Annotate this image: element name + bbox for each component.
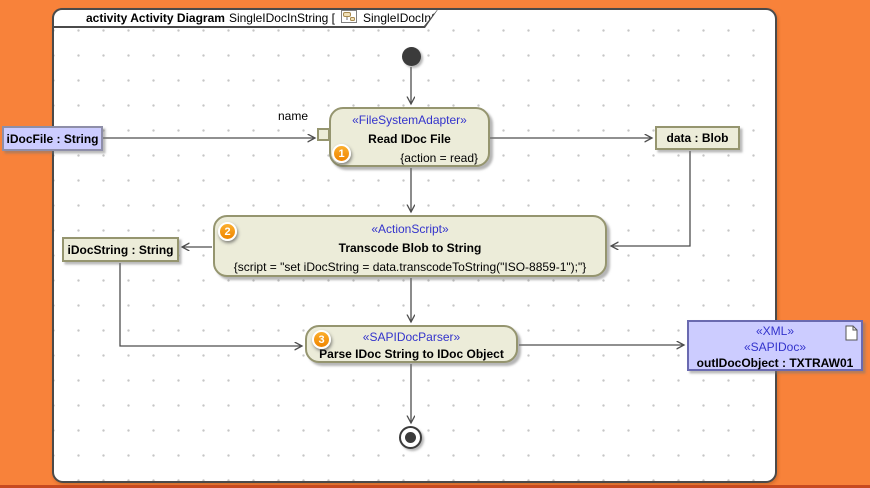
frame-title-keyword: activity Activity Diagram	[86, 11, 225, 25]
object-idocstring-string[interactable]: iDocString : String	[62, 237, 179, 262]
action-transcode-blob-to-string[interactable]: «ActionScript» Transcode Blob to String …	[213, 215, 607, 277]
step-badge-1: 1	[332, 144, 351, 163]
object-data-blob[interactable]: data : Blob	[655, 126, 740, 150]
edge-data-to-transcode[interactable]	[611, 151, 691, 246]
activity-diagram-icon	[341, 10, 357, 26]
activity-final-node[interactable]	[399, 426, 422, 449]
action-name: Read IDoc File	[368, 132, 451, 146]
edge-idocstring-to-parse[interactable]	[119, 263, 302, 346]
stereotype-label: «SAPIDoc»	[743, 340, 807, 354]
document-icon	[845, 325, 858, 344]
activity-final-dot	[405, 432, 416, 443]
stereotype-label: «ActionScript»	[371, 222, 449, 236]
object-name: iDocFile : String	[6, 131, 99, 146]
stereotype-label: «XML»	[755, 324, 795, 338]
edge-label-name: name	[278, 109, 309, 123]
object-name: outIDocObject : TXTRAW01	[696, 356, 854, 370]
object-name: data : Blob	[666, 131, 729, 145]
tagged-value: {script = "set iDocString = data.transco…	[233, 260, 587, 274]
frame-title-ref: SingleIDocInString ]	[363, 11, 470, 25]
tagged-value: {action = read}	[400, 151, 478, 165]
object-idocfile-string[interactable]: iDocFile : String	[2, 126, 103, 151]
frame-title-name: SingleIDocInString [	[228, 11, 336, 25]
stereotype-label: «SAPIDocParser»	[362, 330, 461, 344]
action-read-idoc-file[interactable]: «FileSystemAdapter» Read IDoc File {acti…	[329, 107, 490, 167]
action-parse-idoc-string[interactable]: «SAPIDocParser» Parse IDoc String to IDo…	[305, 325, 518, 363]
object-name: iDocString : String	[67, 242, 174, 257]
input-pin[interactable]	[317, 128, 330, 141]
initial-node[interactable]	[402, 47, 421, 66]
action-name: Transcode Blob to String	[338, 241, 482, 255]
object-outidocobject[interactable]: «XML» «SAPIDoc» outIDocObject : TXTRAW01	[687, 320, 863, 371]
step-badge-2: 2	[218, 222, 237, 241]
stereotype-label: «FileSystemAdapter»	[352, 113, 467, 127]
window-bottom-edge	[0, 485, 870, 488]
action-name: Parse IDoc String to IDoc Object	[319, 347, 504, 361]
step-badge-3: 3	[312, 330, 331, 349]
frame-title-tab: activity Activity Diagram SingleIDocInSt…	[52, 8, 439, 28]
